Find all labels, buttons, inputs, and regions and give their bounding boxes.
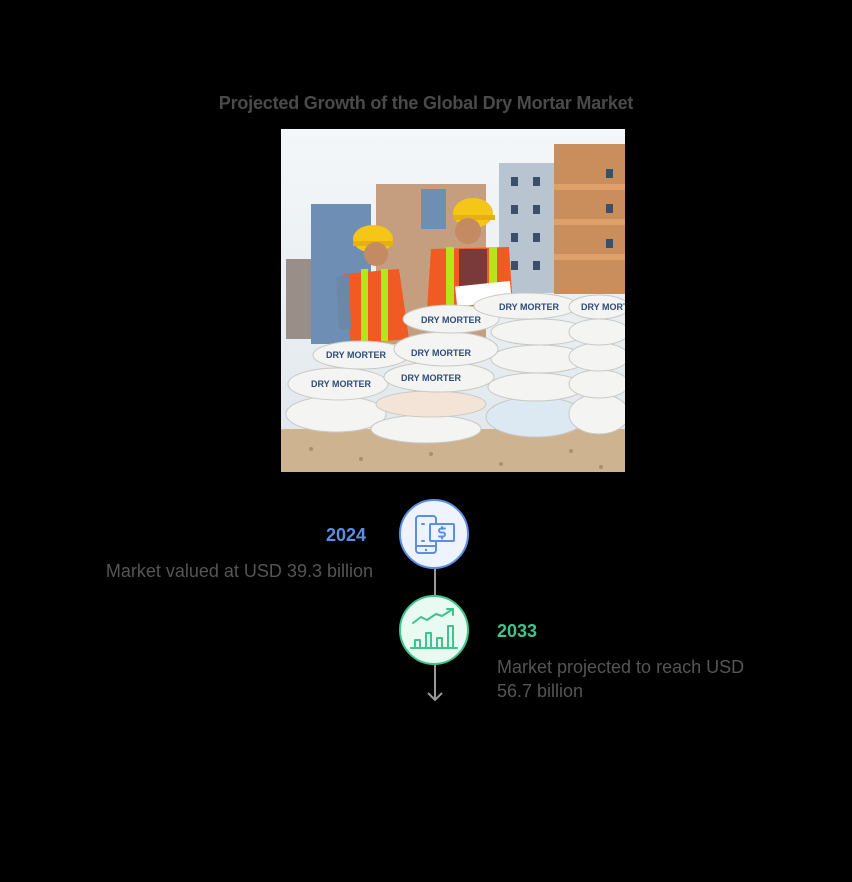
svg-text:DRY MORTER: DRY MORTER xyxy=(421,315,482,325)
svg-text:DRY MORTER: DRY MORTER xyxy=(326,350,387,360)
svg-text:DRY MORTER: DRY MORTER xyxy=(401,373,462,383)
growth-chart-icon xyxy=(410,608,458,649)
svg-text:DRY MORTER: DRY MORTER xyxy=(581,302,625,312)
page-title: Projected Growth of the Global Dry Morta… xyxy=(218,93,634,113)
timeline-node-2033 xyxy=(399,595,469,665)
year-2024: 2024 xyxy=(326,525,367,545)
description-2033-line2: 56.7 billion xyxy=(497,681,584,701)
timeline-node-2024 xyxy=(399,499,469,569)
svg-text:DRY MORTER: DRY MORTER xyxy=(499,302,560,312)
mobile-payment-icon xyxy=(415,515,455,554)
construction-photo: DRY MORTER DRY MORTER DRY MORTER DRY MOR… xyxy=(281,129,625,472)
timeline-connector xyxy=(434,569,436,597)
svg-text:DRY MORTER: DRY MORTER xyxy=(411,348,472,358)
description-2024: Market valued at USD 39.3 billion xyxy=(105,561,373,581)
description-2033: Market projected to reach USD 56.7 billi… xyxy=(497,655,744,703)
photo-illustration: DRY MORTER DRY MORTER DRY MORTER DRY MOR… xyxy=(281,129,625,472)
year-2033: 2033 xyxy=(497,621,538,641)
svg-text:DRY MORTER: DRY MORTER xyxy=(311,379,372,389)
arrow-down-icon xyxy=(427,692,443,702)
description-2033-line1: Market projected to reach USD xyxy=(497,657,745,677)
timeline-connector-end xyxy=(434,665,436,699)
